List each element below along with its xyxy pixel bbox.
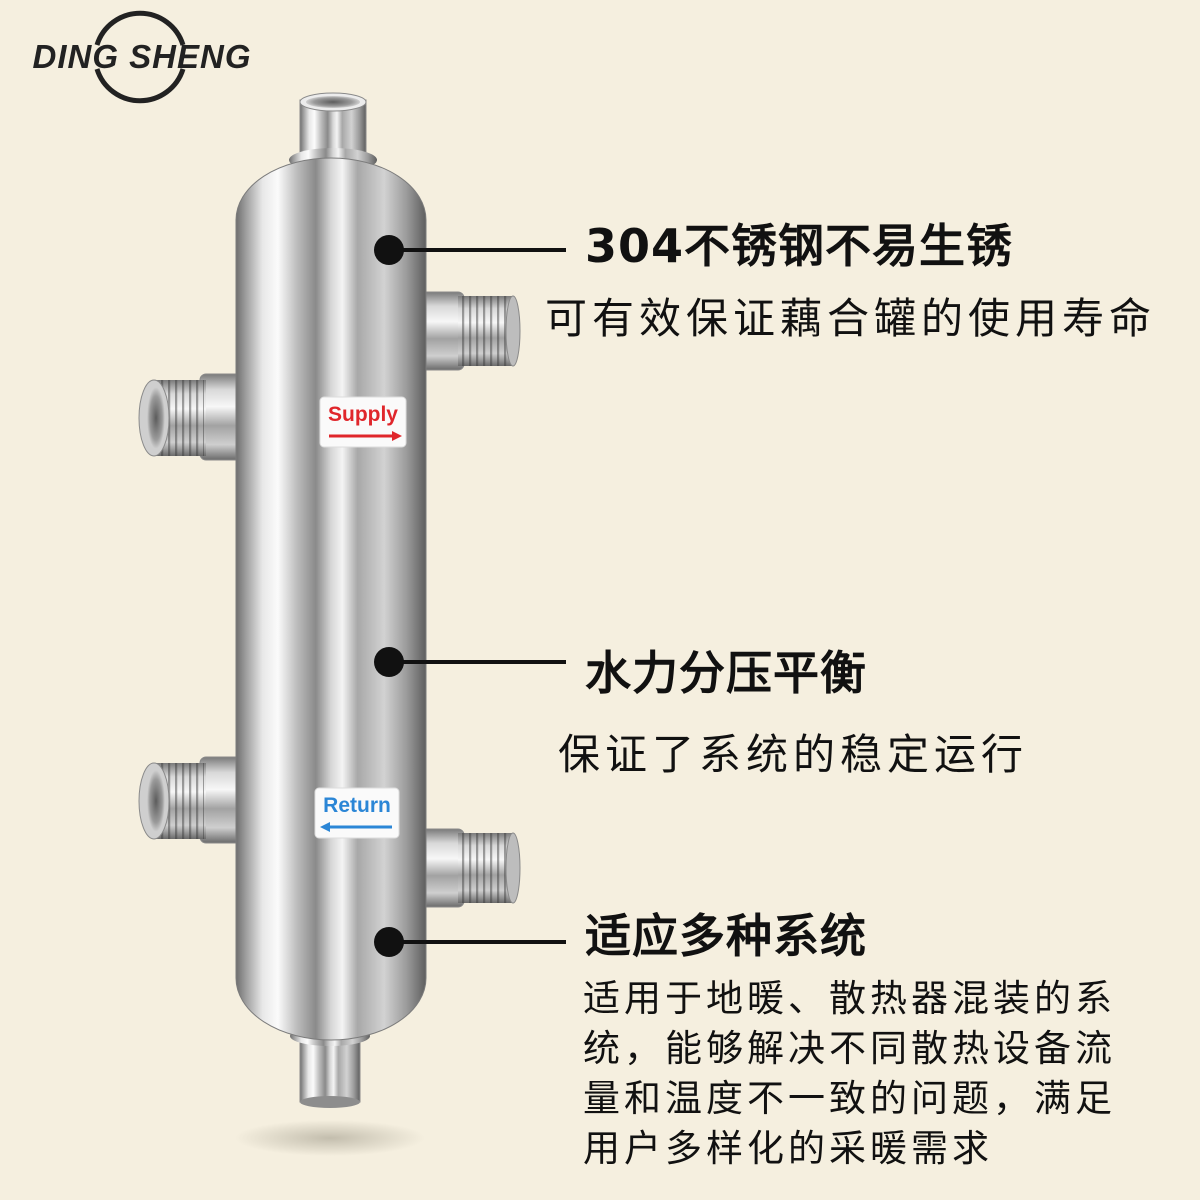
callout-1	[374, 235, 566, 265]
logo-ring-top	[94, 10, 186, 46]
callout-dot	[374, 647, 404, 677]
callout-dot	[374, 927, 404, 957]
feature-desc-line: 适用于地暖、散热器混装的系	[583, 977, 1116, 1020]
feature-desc-line: 量和温度不一致的问题，满足	[583, 1077, 1116, 1120]
return-arrow-icon	[320, 822, 392, 832]
feature-title-stainless: 304不锈钢不易生锈	[585, 219, 1014, 273]
hydraulic-separator-body	[235, 157, 427, 1041]
feature-desc-multi-system: 适用于地暖、散热器混装的系 统，能够解决不同散热设备流 量和温度不一致的问题，满…	[583, 974, 1116, 1174]
feature-desc-stainless: 可有效保证藕合罐的使用寿命	[545, 294, 1157, 343]
feature-desc-line: 用户多样化的采暖需求	[583, 1127, 993, 1170]
supply-label: Supply	[328, 403, 398, 426]
callout-3	[374, 927, 566, 957]
brand-logo: DING SHENG	[32, 10, 251, 104]
feature-title-multi-system: 适应多种系统	[585, 909, 867, 963]
callout-dot	[374, 235, 404, 265]
logo-ring-bottom	[94, 68, 186, 104]
callout-2	[374, 647, 566, 677]
feature-title-pressure-balance: 水力分压平衡	[585, 646, 867, 700]
feature-desc-line: 统，能够解决不同散热设备流	[583, 1027, 1116, 1070]
return-sticker: Return	[314, 787, 400, 839]
logo-text: DING SHENG	[32, 38, 251, 75]
supply-sticker: Supply	[319, 396, 407, 448]
feature-desc-pressure-balance: 保证了系统的稳定运行	[558, 730, 1029, 779]
supply-arrow-icon	[329, 431, 402, 441]
return-label: Return	[323, 794, 391, 817]
floor-shadow	[235, 1120, 425, 1156]
